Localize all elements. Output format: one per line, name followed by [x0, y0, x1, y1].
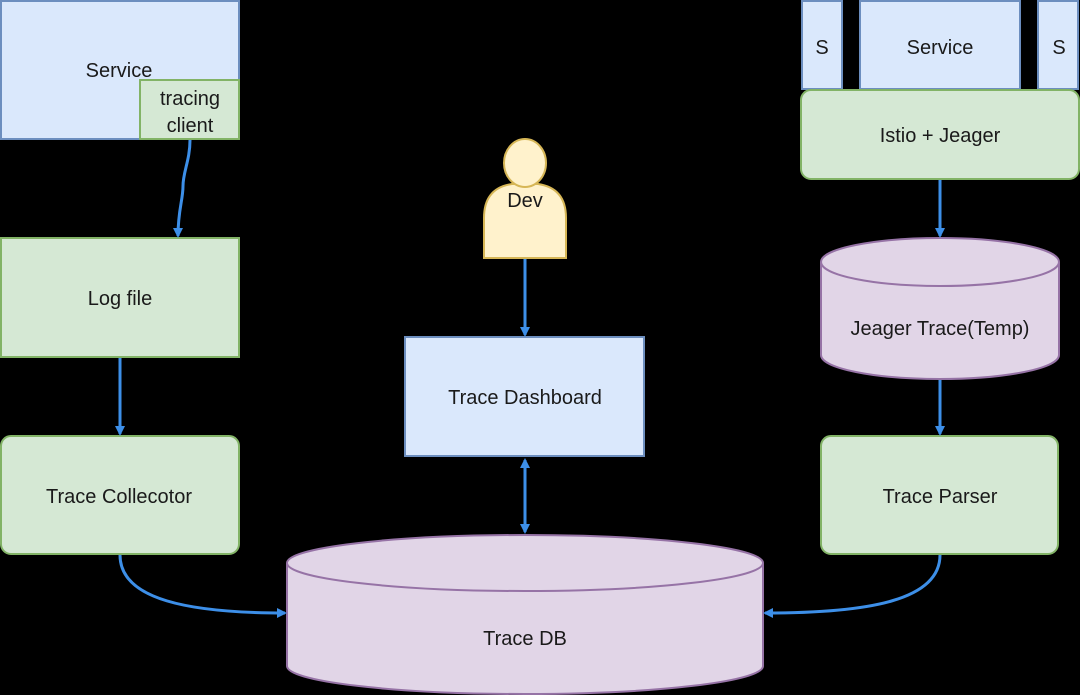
- connectors: [115, 139, 945, 618]
- tracing-client-node: tracing client: [139, 79, 240, 140]
- trace-parser-label: Trace Parser: [883, 486, 998, 508]
- service-left-node: Service: [0, 0, 240, 140]
- trace-parser-node: Trace Parser: [820, 435, 1059, 555]
- edge-trace-parser-to-trace-db: [763, 554, 942, 618]
- trace-collector-label: Trace Collecotor: [46, 486, 192, 508]
- service-s-left-node: S: [801, 0, 843, 90]
- tracing-client-label-line2: client: [167, 115, 214, 137]
- edge-tracing-client-to-log-file: [173, 139, 192, 238]
- service-s-left-label: S: [815, 37, 828, 59]
- jeager-trace-temp-label: Jeager Trace(Temp): [851, 318, 1030, 340]
- dev-label: Dev: [507, 190, 543, 212]
- tracing-client-label-line1: tracing: [160, 88, 220, 110]
- trace-db-node: Trace DB: [286, 534, 764, 695]
- service-s-right-node: S: [1037, 0, 1079, 90]
- dev-actor: Dev: [483, 138, 567, 259]
- istio-jeager-node: Istio + Jeager: [800, 89, 1080, 180]
- trace-dashboard-node: Trace Dashboard: [404, 336, 645, 457]
- service-right-node: Service: [859, 0, 1021, 90]
- jeager-trace-temp-node: Jeager Trace(Temp): [820, 237, 1060, 380]
- service-s-right-label: S: [1052, 37, 1065, 59]
- trace-dashboard-label: Trace Dashboard: [448, 387, 602, 409]
- trace-collector-node: Trace Collecotor: [0, 435, 240, 555]
- istio-jeager-label: Istio + Jeager: [880, 125, 1001, 147]
- log-file-node: Log file: [0, 237, 240, 358]
- edge-trace-collector-to-trace-db: [118, 554, 287, 618]
- service-right-label: Service: [907, 37, 974, 59]
- log-file-label: Log file: [88, 288, 153, 310]
- trace-db-label: Trace DB: [483, 628, 567, 650]
- service-left-label: Service: [86, 60, 153, 82]
